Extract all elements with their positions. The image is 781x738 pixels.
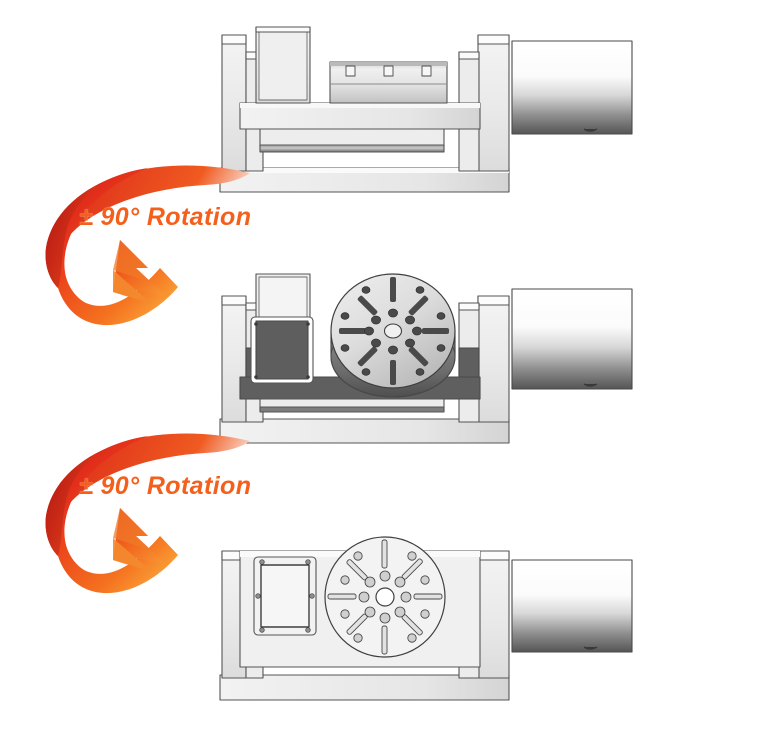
- curved-rotation-arrow-1: [45, 165, 250, 326]
- rotation-label-1: ± 90° Rotation: [79, 203, 252, 231]
- rotation-label-2: ± 90° Rotation: [79, 472, 252, 500]
- curved-rotation-arrow-2: [45, 433, 250, 594]
